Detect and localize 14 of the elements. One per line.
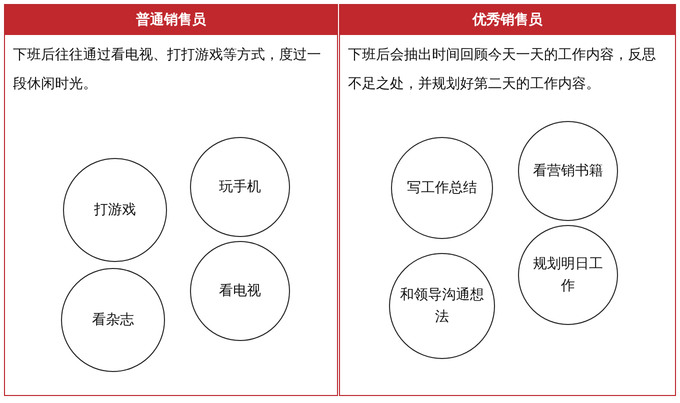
activity-circle: 和领导沟通想法: [389, 253, 495, 359]
description-text: 下班后往往通过看电视、打打游戏等方式，度过一段休闲时光。: [13, 46, 322, 94]
activity-circle: 规划明日工作: [518, 225, 618, 325]
column-header: 优秀销售员: [340, 5, 675, 35]
activity-circle: 看杂志: [61, 268, 165, 372]
table-column: [339, 4, 676, 396]
column-header: 普通销售员: [5, 5, 337, 35]
activity-circle: 玩手机: [190, 137, 290, 237]
activity-circle: 看电视: [190, 241, 290, 341]
activity-circle: 打游戏: [63, 158, 167, 262]
description-text: 下班后会抽出时间回顾今天一天的工作内容，反思不足之处，并规划好第二天的工作内容。: [348, 46, 657, 94]
activity-circle: 看营销书籍: [518, 121, 618, 221]
table-column: [4, 4, 338, 396]
activity-circle: 写工作总结: [391, 137, 493, 239]
